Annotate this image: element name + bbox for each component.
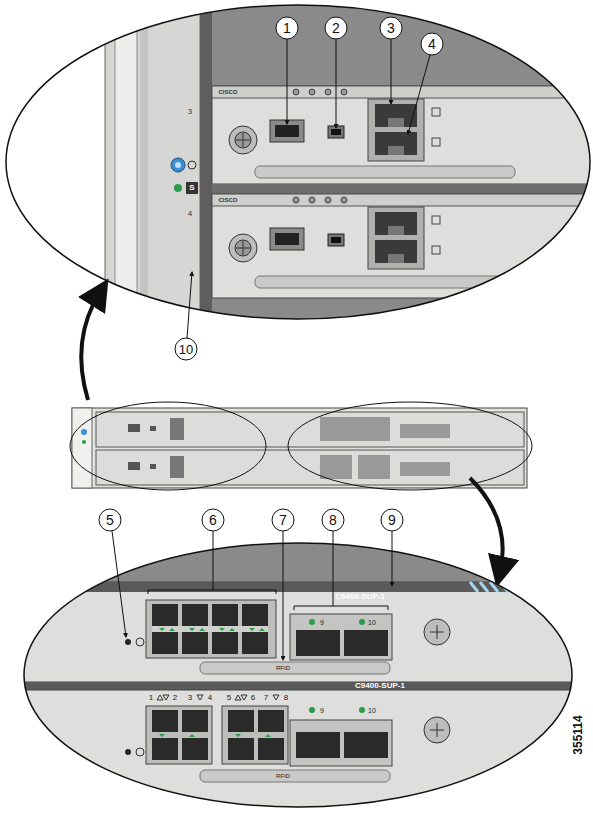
callout-number: 2	[332, 21, 340, 35]
rfid-label: RFID	[276, 665, 290, 671]
logo-text: CISCO	[218, 89, 237, 95]
slot-number: 3	[188, 108, 192, 116]
port-number: 3	[188, 694, 192, 702]
model-label: C9400-SUP-1	[335, 593, 385, 601]
port-number: 2	[173, 694, 177, 702]
port-number: 4	[208, 694, 212, 702]
callout-number: 5	[106, 513, 114, 527]
figure-number: 355114	[572, 715, 584, 754]
callout-number: 9	[388, 513, 396, 527]
callout-number: 10	[179, 343, 193, 356]
callout-number: 1	[283, 21, 291, 35]
status-icon: S	[189, 184, 194, 192]
rfid-label: RFID	[276, 773, 290, 779]
port-number: 5	[227, 694, 231, 702]
port-number: 9	[320, 707, 324, 714]
logo-text: CISCO	[218, 197, 237, 203]
slot-number: 4	[188, 210, 192, 218]
port-number: 1	[149, 694, 153, 702]
port-number: 9	[320, 619, 324, 626]
model-label: C9400-SUP-1	[355, 682, 405, 690]
port-number: 7	[264, 694, 268, 702]
callout-number: 7	[279, 513, 287, 527]
callout-number: 8	[329, 513, 337, 527]
callout-number: 4	[428, 37, 436, 51]
port-number: 10	[368, 707, 376, 714]
callout-number: 3	[387, 21, 395, 35]
callout-number: 6	[209, 513, 217, 527]
port-number: 6	[251, 694, 255, 702]
port-number: 8	[284, 694, 288, 702]
port-number: 10	[368, 619, 376, 626]
